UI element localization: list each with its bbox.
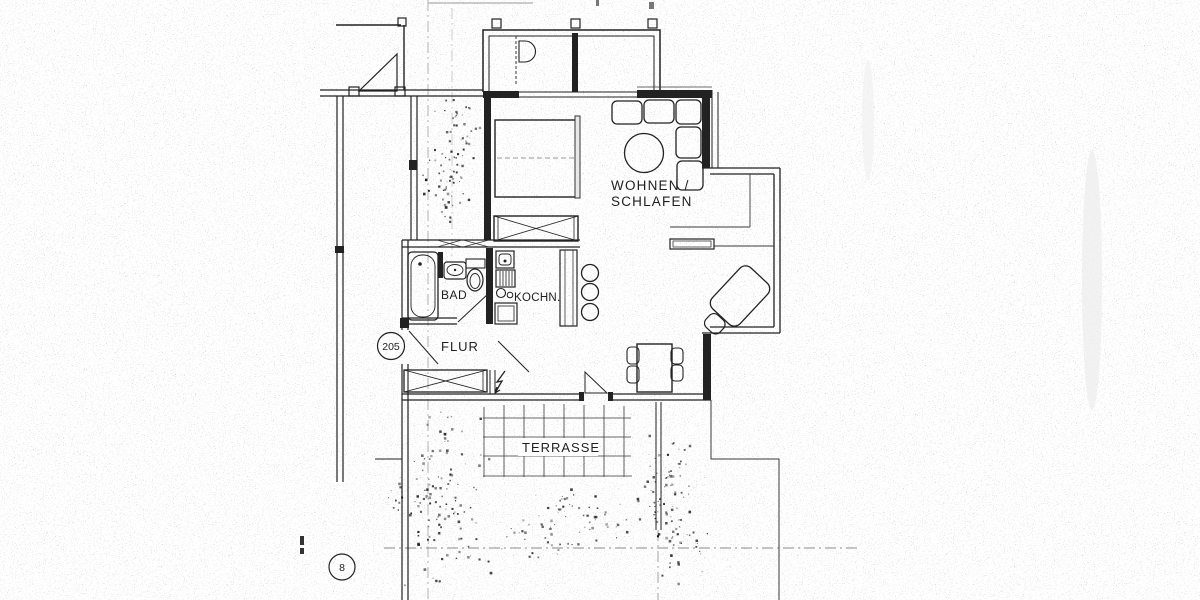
burner-icon: [506, 291, 514, 299]
chair: [703, 312, 726, 335]
partition-wall: [438, 252, 443, 278]
burner-icon: [580, 263, 600, 283]
room-label-living-line2: SCHLAFEN: [611, 194, 693, 209]
wardrobe: [493, 215, 579, 242]
electric-symbol: [494, 370, 506, 394]
bed-partition: [574, 115, 581, 199]
site-boundary-line: [710, 400, 780, 600]
wall-post: [397, 17, 407, 27]
chair: [670, 364, 684, 382]
armchair-group: [703, 265, 771, 335]
left-building: [320, 17, 483, 600]
room-label-living-line1: WOHNEN /: [611, 178, 690, 193]
kitchen-sink: [495, 250, 515, 269]
entrance-door-swing: [408, 330, 439, 365]
property-lines: [384, 0, 860, 600]
dining-set: [626, 343, 684, 393]
bathtub-inner: [410, 254, 436, 318]
toilet-tank: [465, 258, 486, 269]
bathroom: BAD: [407, 251, 486, 321]
room-label-terrace: TERRASSE: [522, 440, 600, 455]
bath-door-swing: [457, 292, 490, 323]
terrace-door-swing: [584, 370, 609, 394]
bathtub: [407, 251, 439, 321]
burner-icon: [580, 302, 600, 322]
column-marker: [409, 160, 417, 170]
window-line: [519, 91, 637, 98]
kitchen-counter: [494, 302, 518, 325]
unit-number: 205: [382, 341, 400, 353]
sofa-cushion: [643, 99, 675, 124]
corner-badge: 8: [328, 553, 356, 581]
loggia: [482, 18, 661, 92]
hall-door-swing: [497, 340, 530, 373]
wall-hatching: [436, 239, 490, 248]
dining-table: [636, 343, 673, 393]
railing-post: [570, 18, 581, 29]
wardrobe: [403, 369, 488, 393]
apartment-walls: [402, 86, 781, 600]
loggia-divider-wall: [572, 33, 578, 92]
label-backing: [518, 438, 598, 456]
wall-post: [348, 86, 360, 97]
stair-ramp-triangle: [357, 52, 398, 92]
chair: [670, 347, 684, 365]
burner-icon: [580, 282, 600, 302]
sofa-cushion: [676, 160, 704, 191]
room-label-hall: FLUR: [441, 339, 479, 354]
room-label-bath: BAD: [441, 288, 467, 302]
chair: [626, 346, 640, 365]
railing-post: [647, 18, 658, 29]
sofa: [611, 99, 704, 191]
railing-post: [491, 18, 502, 29]
alcove-interior-line: [670, 174, 751, 228]
stove-unit: [495, 269, 516, 288]
kitchen: KOCHN.: [494, 249, 600, 327]
unit-number-badge: [376, 331, 406, 361]
burner-icon: [495, 287, 507, 299]
wash-basin-icon: [518, 40, 536, 63]
living-room: WOHNEN / SCHLAFEN: [493, 99, 771, 393]
armchair: [709, 265, 771, 327]
vegetation: [388, 99, 708, 587]
chair: [626, 365, 640, 384]
wall-post: [394, 86, 406, 97]
sofa-cushion: [611, 100, 643, 125]
column-marker: [400, 318, 409, 328]
hall: 205 FLUR: [376, 331, 506, 394]
corner-number: 8: [339, 562, 345, 574]
kitchen-cabinet-column: [559, 249, 578, 327]
column-marker: [335, 246, 344, 253]
coffee-table: [623, 132, 665, 174]
sideboard: [669, 238, 715, 250]
sofa-cushion: [675, 99, 702, 125]
terrace-side-wall: [655, 402, 662, 530]
terrace: TERRASSE: [483, 404, 632, 477]
toilet: [466, 268, 484, 292]
wash-basin: [443, 261, 467, 280]
sofa-cushion: [675, 126, 702, 159]
drain-icon: [418, 262, 422, 266]
room-label-kitchen: KOCHN.: [514, 292, 561, 304]
scan-artifacts: [300, 0, 1102, 554]
